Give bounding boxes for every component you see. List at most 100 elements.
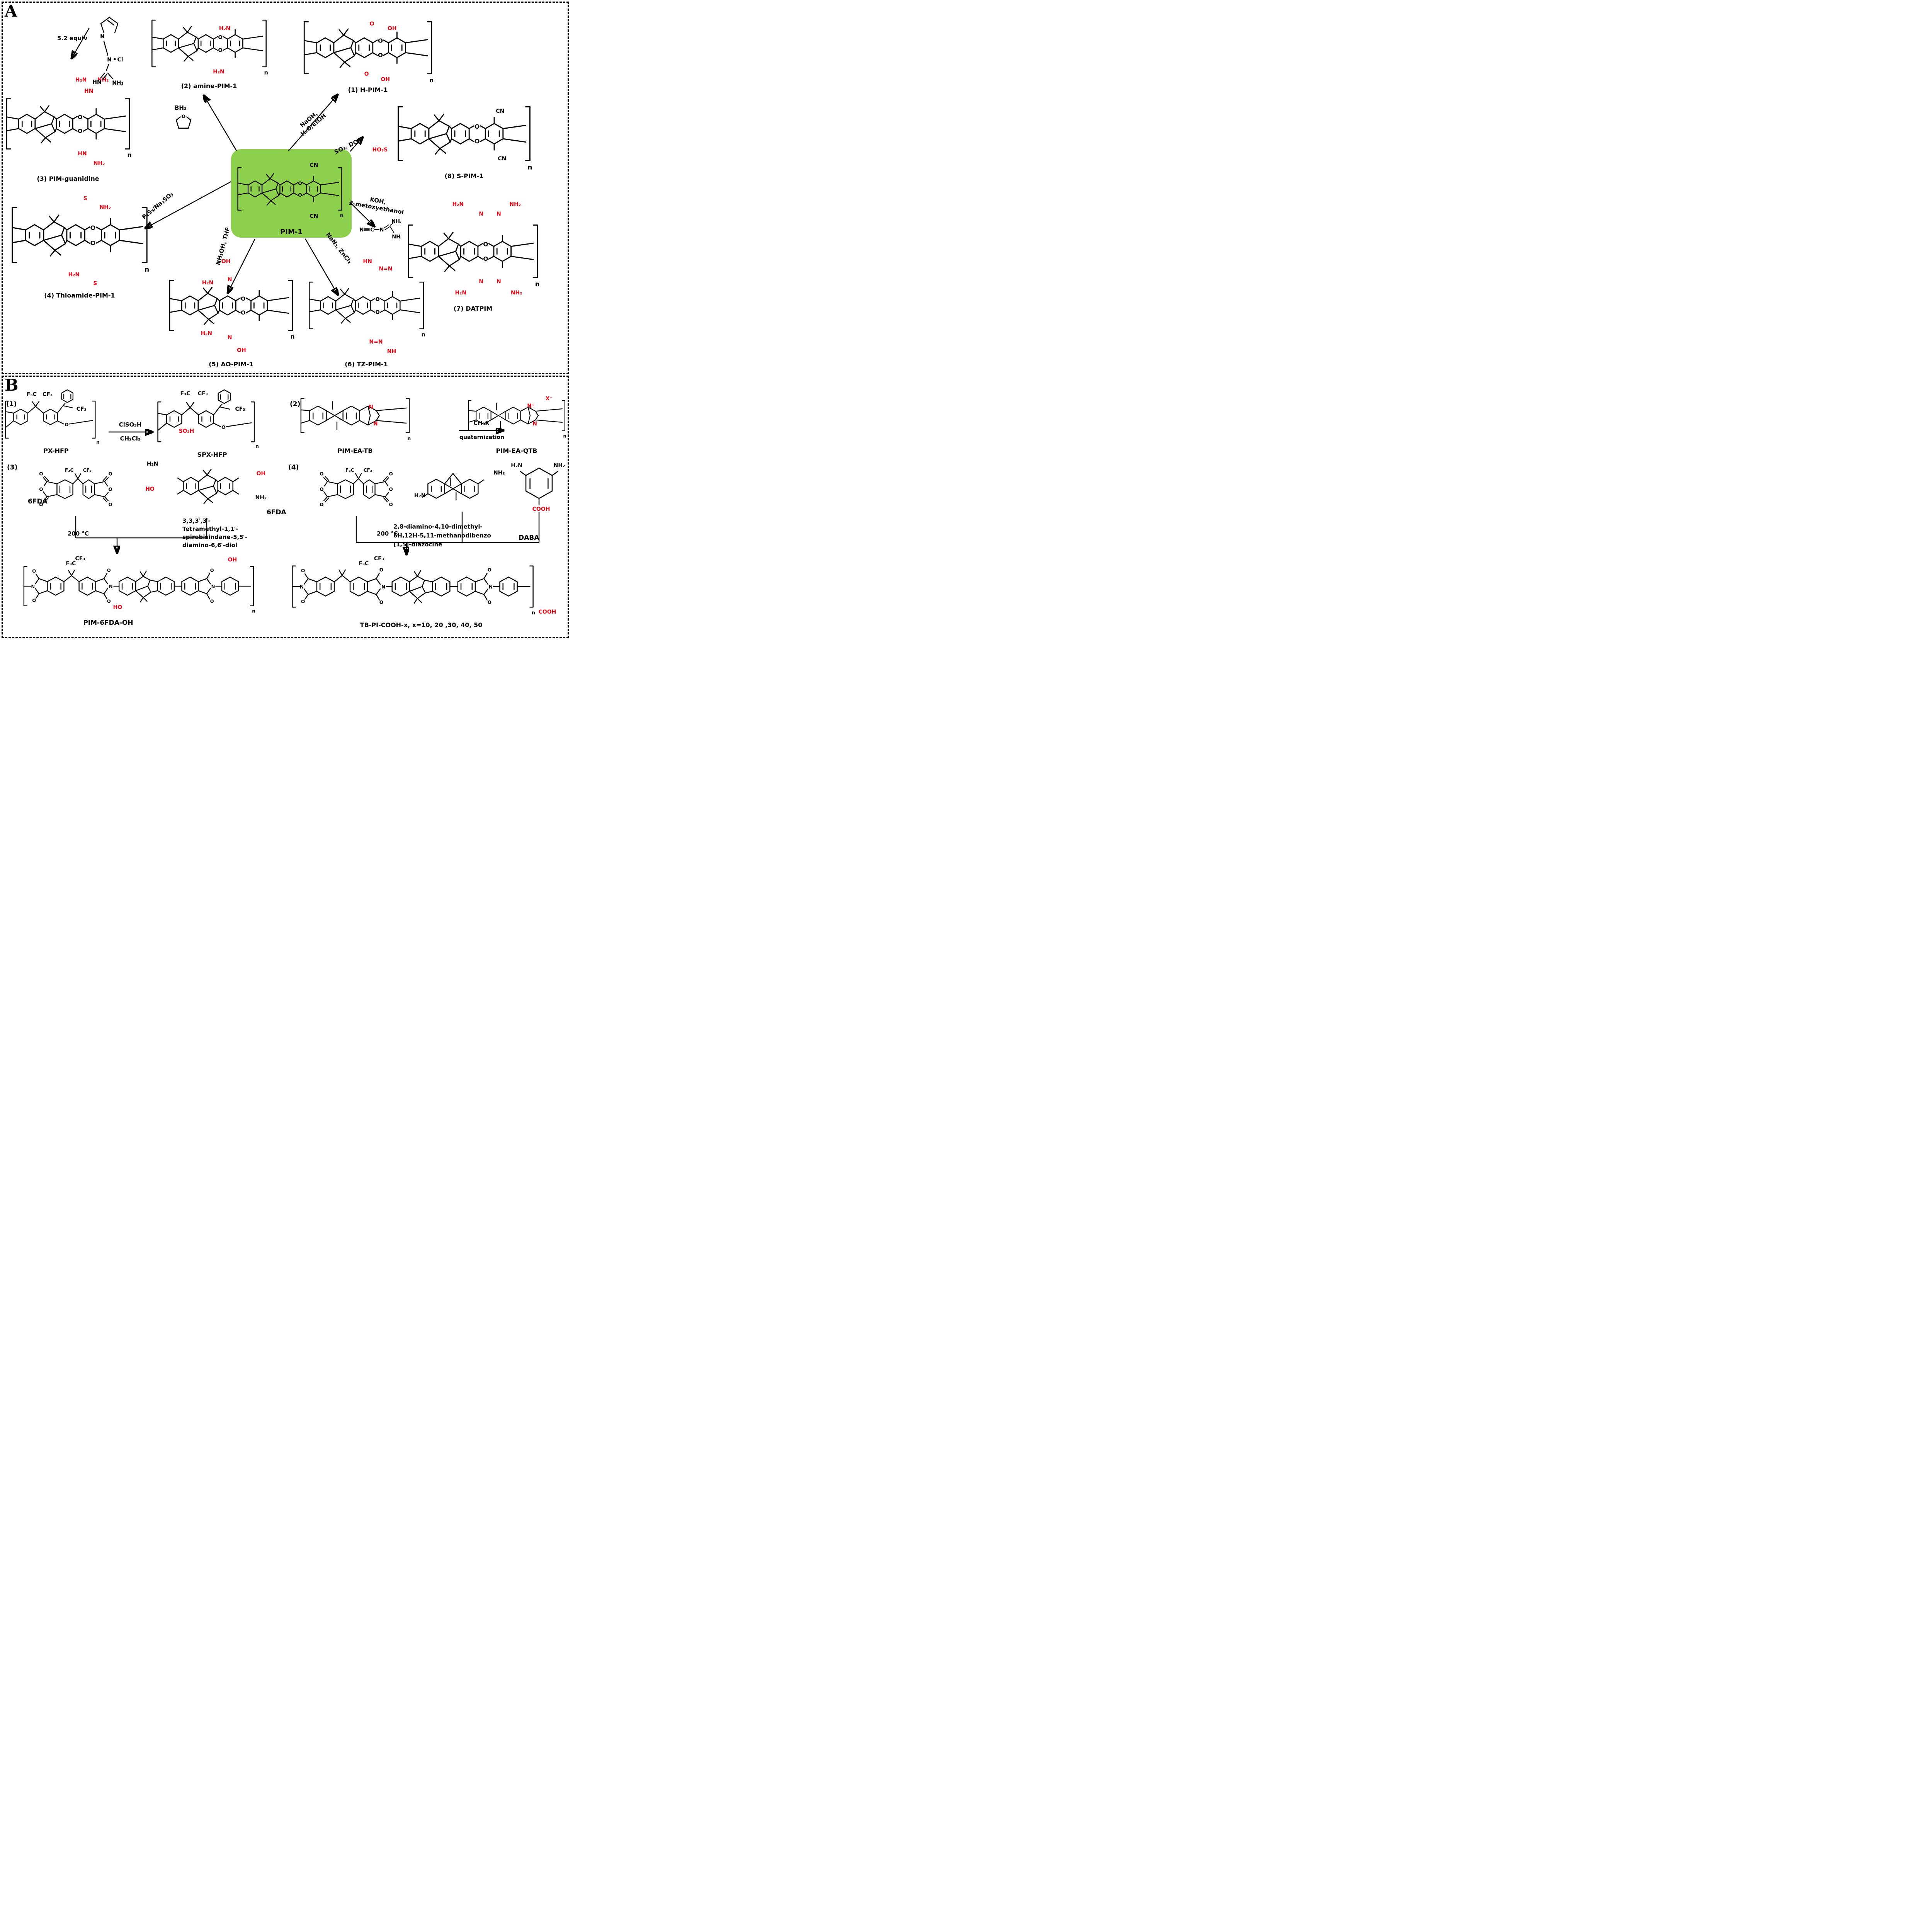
- 6fda-label-right: 6FDA: [267, 509, 286, 516]
- structure: F₃C CF₃ COOH: [260, 555, 566, 618]
- group-h2n: H₂N: [202, 280, 214, 286]
- structure: [20, 462, 131, 516]
- pim-6fda-oh-label: PIM-6FDA-OH: [83, 619, 133, 627]
- reactant-label: PX-HFP: [43, 447, 69, 454]
- dicyandiamide-icon: [359, 218, 401, 241]
- group-n: N: [227, 277, 232, 283]
- structure: H₂N NH₂ HN HN NH₂: [3, 74, 133, 173]
- group-cf3: CF₃: [43, 391, 53, 398]
- thf-ring-icon: [174, 113, 193, 130]
- group-f3c: F₃C: [26, 391, 37, 398]
- group-nh2: NH₂: [93, 160, 105, 167]
- pim1-green-box: CN CN PIM-1: [231, 149, 352, 238]
- figure-page: n O O O O O: [0, 0, 570, 639]
- group-h2n: H₂N: [213, 68, 224, 75]
- group-cf3: CF₃: [235, 406, 245, 413]
- group-cn: CN: [496, 108, 505, 115]
- group-s: S: [83, 196, 87, 202]
- name-line: Tetramethyl-1,1′-: [182, 526, 238, 532]
- pim1-structure: CN CN: [235, 155, 345, 223]
- group-h2n: H₂N: [452, 201, 464, 208]
- group-f3c: F₃C: [359, 560, 369, 567]
- group-ho: HO: [145, 486, 155, 493]
- group-n: N: [373, 421, 378, 427]
- spirobisindane-diamine-diol: H₂N HO OH NH₂: [142, 458, 271, 518]
- structure: H₂N NH₂ N N H₂N NH₂ N N: [405, 199, 541, 303]
- group-nh2: NH₂: [509, 201, 521, 208]
- b3-number: (3): [7, 464, 18, 471]
- group-o: O: [369, 21, 374, 27]
- product-label: (5) AO-PIM-1: [209, 361, 253, 368]
- group-oh: OH: [381, 76, 390, 83]
- 6fda-structure-left: [20, 462, 131, 516]
- product-datpim: H₂N NH₂ N N H₂N NH₂ N N (7) DATPIM: [405, 199, 541, 312]
- tb-diamine-name: 2,8-diamino-4,10-dimethyl- 6H,12H-5,11-m…: [393, 522, 491, 549]
- structure: N N: [298, 386, 412, 446]
- dicyandiamide-structure: [359, 218, 401, 241]
- group-h2n: H₂N: [68, 272, 80, 278]
- structure: OH H₂N N H₂N N OH: [166, 252, 296, 359]
- panel-a-border: [2, 2, 569, 374]
- product-label: (8) S-PIM-1: [444, 172, 484, 180]
- group-ho3s: HO₃S: [372, 147, 388, 153]
- group-oh: OH: [237, 347, 246, 354]
- group-h2n: H₂N: [414, 493, 426, 499]
- b1-arrow-bottom: CH₂Cl₂: [120, 435, 141, 442]
- product-label: (2) amine-PIM-1: [181, 82, 237, 90]
- reactant-label: PIM-EA-TB: [337, 447, 373, 454]
- group-cf3: CF₃: [374, 555, 384, 562]
- group-n-n: N=N: [379, 266, 393, 272]
- group-x-minus: X⁻: [545, 396, 553, 402]
- structure: F₃C CF₃ CF₃: [3, 385, 109, 446]
- group-h2n: H₂N: [201, 330, 212, 337]
- tb-pi-cooh-label: TB-PI-COOH-x, x=10, 20 ,30, 40, 50: [360, 621, 483, 629]
- group-nh2: NH₂: [99, 204, 111, 211]
- product-s-pim-1: HO₃S CN CN (8) S-PIM-1: [364, 97, 564, 180]
- tb-diamine-structure: H₂N NH₂: [414, 462, 506, 512]
- b2-number: (2): [290, 400, 301, 408]
- daba-label: DABA: [519, 534, 539, 542]
- structure: H₂N HO OH NH₂: [142, 458, 271, 518]
- structure: N⁺ X⁻ N: [466, 386, 567, 446]
- group-oh: OH: [228, 556, 237, 563]
- group-cooh: COOH: [532, 506, 550, 512]
- pim1-label: PIM-1: [280, 228, 303, 236]
- group-n-plus: N⁺: [527, 403, 535, 409]
- name-line: spirobisindane-5,5′-: [182, 534, 247, 541]
- group-n: N: [497, 211, 501, 217]
- structure: [301, 462, 412, 516]
- group-h2n: H₂N: [146, 461, 158, 468]
- group-n: N: [532, 421, 537, 427]
- group-nh2: NH₂: [255, 494, 267, 501]
- name-line: 2,8-diamino-4,10-dimethyl-: [393, 523, 483, 530]
- group-n: N: [369, 404, 374, 410]
- structure: H₂N NH₂ COOH: [511, 459, 566, 512]
- group-cn: CN: [498, 156, 507, 162]
- group-so3h: SO₃H: [179, 428, 194, 435]
- structure: F₃C CF₃ CF₃ SO₃H: [154, 385, 270, 449]
- group-h2n: H₂N: [75, 77, 87, 83]
- product-tz-pim-1: HN N=N N=N NH (6) TZ-PIM-1: [306, 252, 427, 368]
- panel-b-tag: B: [5, 376, 19, 395]
- product-label: (1) H-PIM-1: [348, 86, 388, 94]
- group-cf3: CF₃: [197, 391, 208, 397]
- pim1-skeleton: [235, 155, 345, 223]
- px-hfp: F₃C CF₃ CF₃ PX-HFP: [3, 385, 109, 454]
- diamine-diol-name: 3,3,3′,3′- Tetramethyl-1,1′- spirobisind…: [182, 517, 247, 549]
- group-h2n: H₂N: [455, 290, 467, 296]
- b4-temp: 200 °C: [376, 530, 398, 537]
- product-h-pim-1: O OH O OH (1) H-PIM-1: [301, 11, 435, 94]
- structure: F₃C CF₃ OH HO: [22, 555, 256, 617]
- group-cf3: CF₃: [75, 555, 85, 562]
- product-label: PIM-EA-QTB: [496, 447, 537, 454]
- group-nh2: NH₂: [493, 470, 505, 476]
- group-hn: HN: [363, 258, 372, 265]
- thf-structure: [174, 113, 193, 130]
- group-s: S: [93, 280, 97, 287]
- name-line: 3,3,3′,3′-: [182, 517, 211, 524]
- b2-arrow-bottom: quaternization: [459, 434, 504, 440]
- structure: H₂N NH₂: [414, 462, 506, 512]
- equiv-label: 5.2 equiv: [57, 35, 88, 42]
- group-nh2: NH₂: [510, 290, 522, 296]
- group-n: N: [497, 278, 501, 285]
